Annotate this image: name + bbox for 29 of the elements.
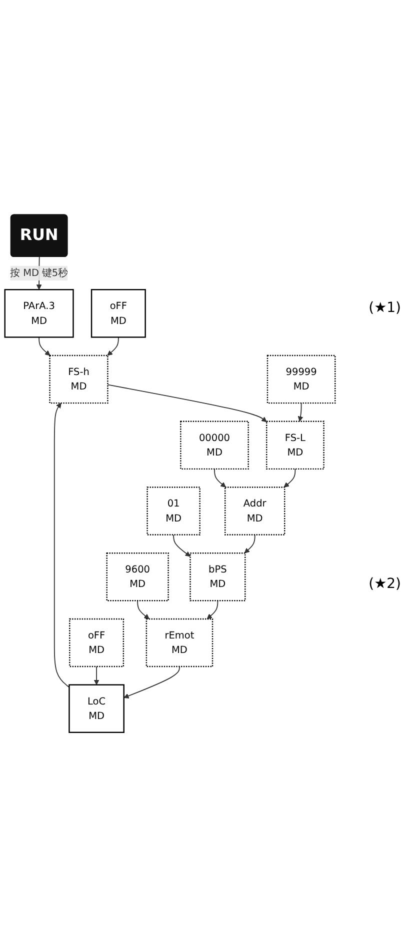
node-box: rEmot MD bbox=[146, 618, 214, 668]
arrow bbox=[284, 468, 296, 488]
arrow bbox=[214, 468, 226, 488]
arrow bbox=[206, 600, 218, 620]
node-box: Addr MD bbox=[224, 486, 286, 536]
node-box: LoC MD bbox=[68, 684, 124, 733]
arrow bbox=[298, 402, 304, 422]
arrow bbox=[38, 336, 50, 356]
arrow bbox=[54, 402, 70, 688]
node-box: 01 MD bbox=[146, 486, 200, 536]
arrow bbox=[173, 534, 190, 557]
edge-label: 按 MD 键5秒 bbox=[10, 267, 68, 279]
node-box: PArA.3 MD bbox=[4, 289, 74, 338]
arrow bbox=[124, 666, 180, 698]
arrow bbox=[244, 534, 256, 554]
node-box: FS-h MD bbox=[49, 354, 108, 404]
node-box: oFF MD bbox=[90, 289, 146, 338]
node-box: oFF MD bbox=[69, 618, 124, 668]
node-box: 00000 MD bbox=[180, 420, 249, 470]
arrow bbox=[107, 336, 119, 356]
node-box: 9600 MD bbox=[106, 552, 169, 602]
arrow bbox=[94, 666, 100, 686]
note-label: (★1) bbox=[368, 300, 401, 316]
node-box: 99999 MD bbox=[266, 354, 336, 404]
note-label: (★2) bbox=[368, 576, 401, 592]
arrow bbox=[107, 384, 267, 422]
node-box: bPS MD bbox=[190, 552, 246, 602]
arrow bbox=[137, 600, 150, 620]
node-box: FS-L MD bbox=[266, 420, 324, 470]
